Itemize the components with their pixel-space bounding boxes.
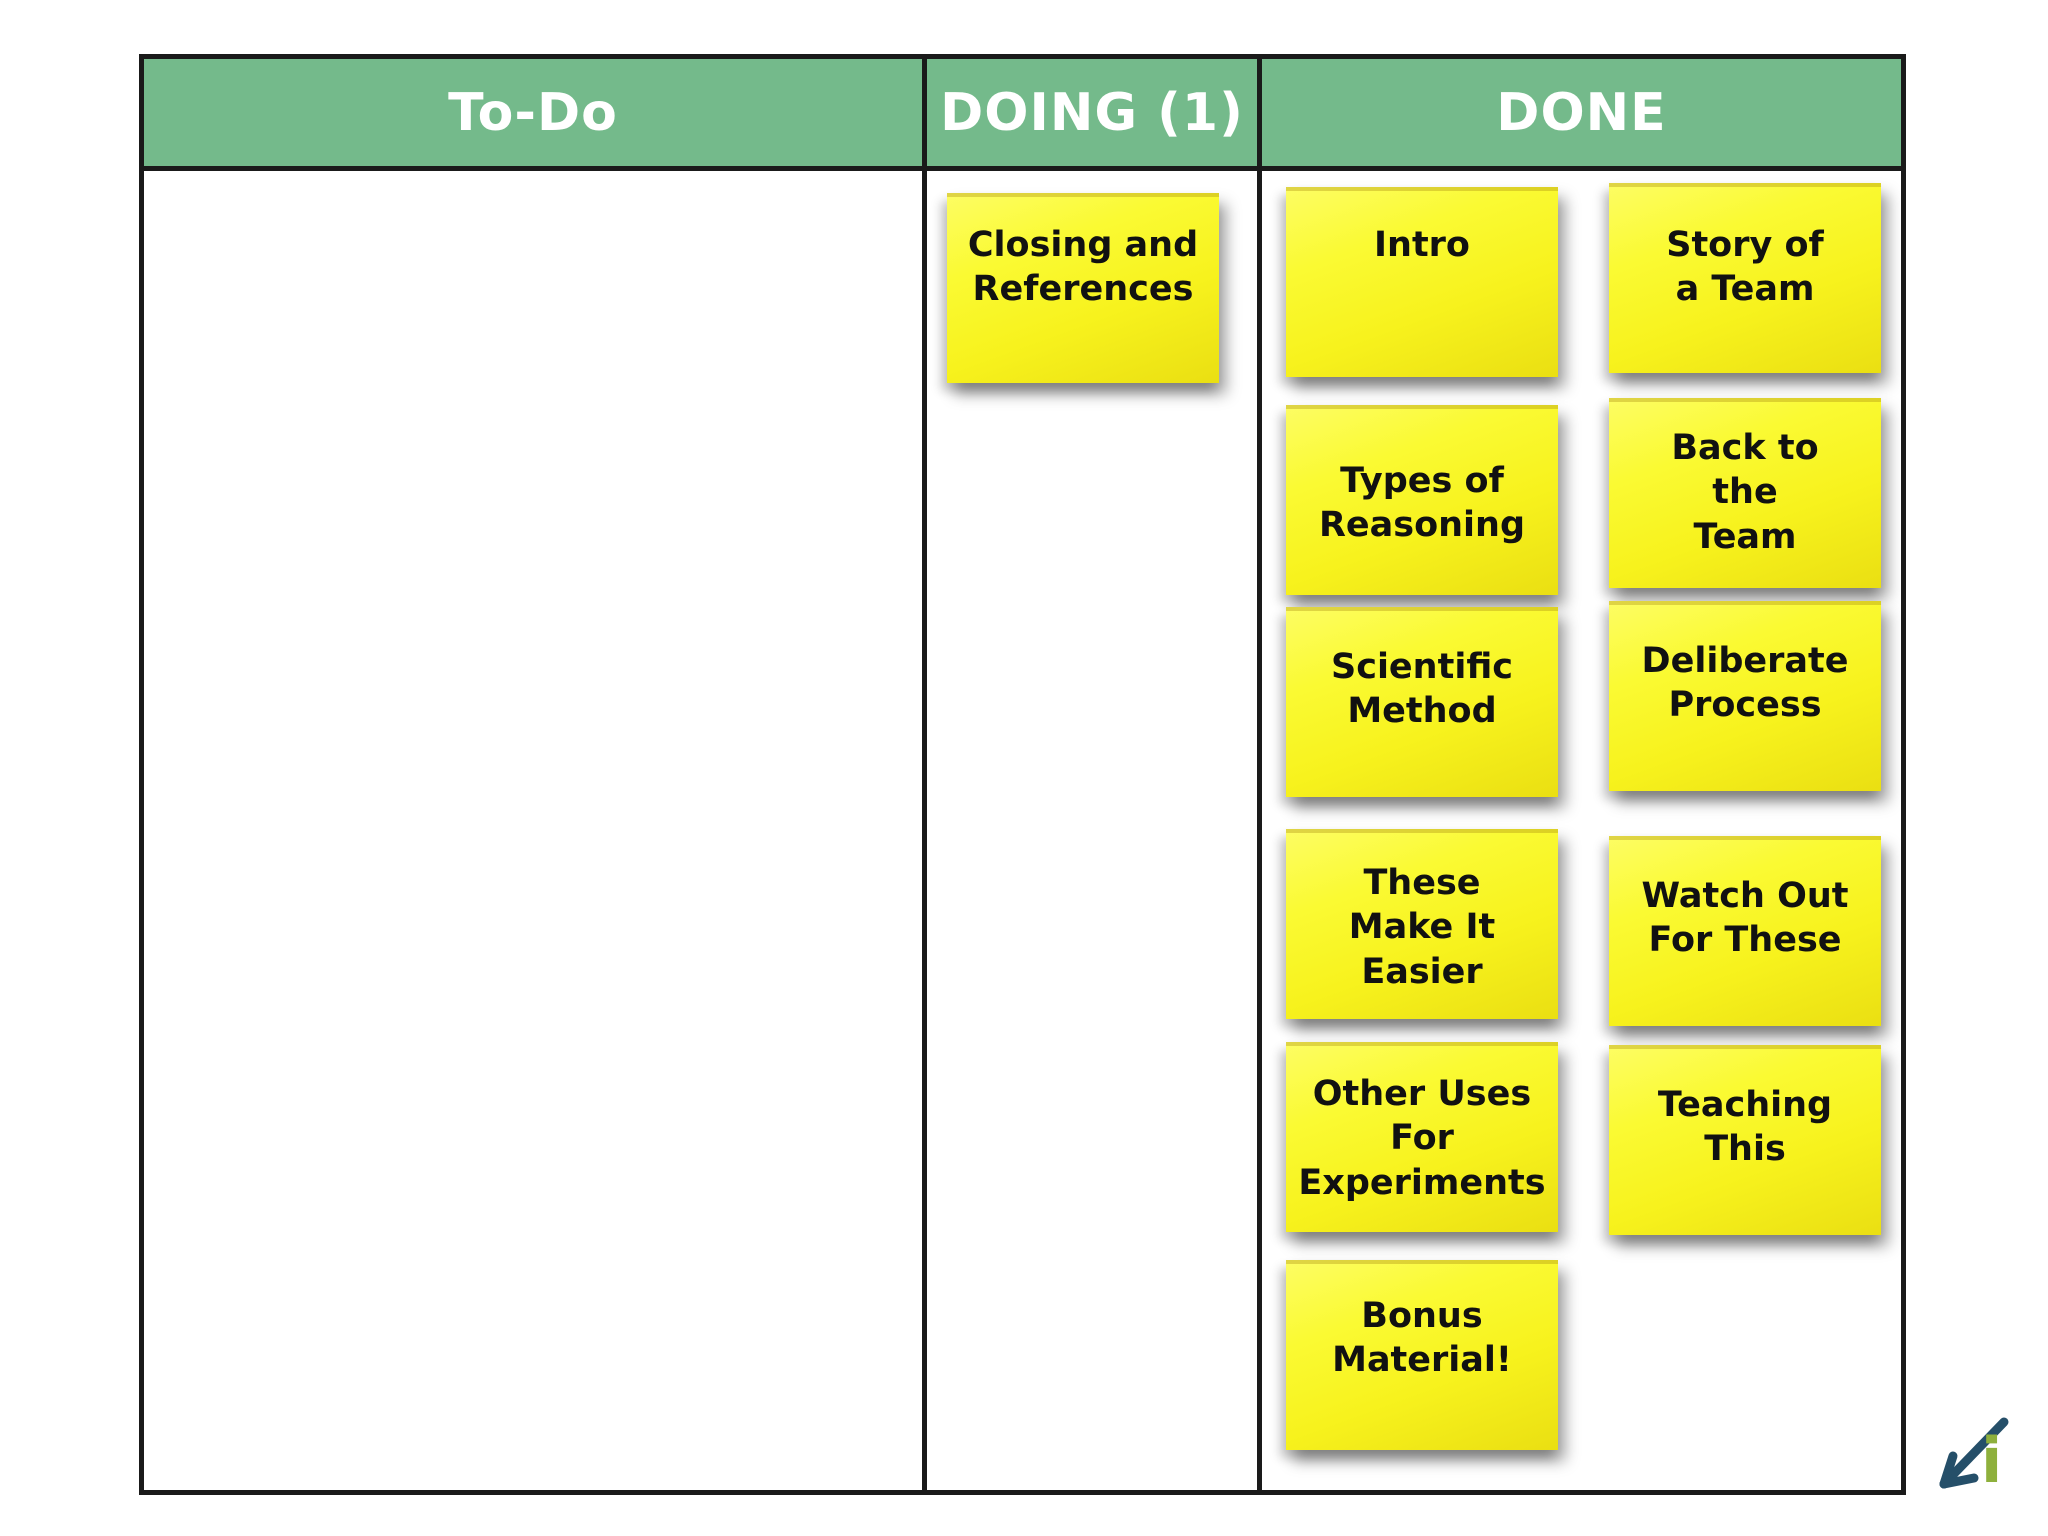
note-watch-out-for-these[interactable]: Watch Out For These [1609,836,1881,1026]
note-text: Scientific Method [1330,647,1514,732]
column-divider [1257,59,1262,1490]
column-header-todo: To-Do [144,59,922,166]
note-text: Back to the Team [1671,428,1819,557]
note-text: Intro [1374,225,1470,265]
note-text: Closing and References [967,225,1199,310]
column-header-doing: DOING (1) [927,59,1257,166]
column-divider [922,59,927,1490]
note-text: Watch Out For These [1641,876,1849,961]
note-text: Story of a Team [1666,225,1824,310]
note-types-of-reasoning[interactable]: Types of Reasoning [1286,405,1558,595]
note-these-make-it-easier[interactable]: These Make It Easier [1286,829,1558,1019]
note-text: These Make It Easier [1348,863,1496,992]
column-header-doing-label: DOING (1) [940,82,1244,143]
column-header-done-label: DONE [1496,82,1667,143]
note-closing-and-references[interactable]: Closing and References [947,193,1219,383]
note-other-uses-for-experiments[interactable]: Other Uses For Experiments [1286,1042,1558,1232]
board-header-row: To-Do DOING (1) DONE [144,59,1901,171]
note-text: Types of Reasoning [1318,461,1526,546]
note-story-of-a-team[interactable]: Story of a Team [1609,183,1881,373]
column-header-done: DONE [1262,59,1901,166]
note-deliberate-process[interactable]: Deliberate Process [1609,601,1881,791]
note-back-to-the-team[interactable]: Back to the Team [1609,398,1881,588]
note-teaching-this[interactable]: Teaching This [1609,1045,1881,1235]
note-scientific-method[interactable]: Scientific Method [1286,607,1558,797]
column-todo-body [144,171,922,1490]
note-text: Teaching This [1657,1085,1833,1170]
down-left-arrow-icon [1939,1417,2009,1489]
logo: i [1932,1412,2022,1504]
logo-letter-i: i [1981,1424,2003,1497]
note-text: Other Uses For Experiments [1298,1074,1546,1203]
kanban-board: To-Do DOING (1) DONE Closing and Referen… [139,54,1906,1495]
column-header-todo-label: To-Do [448,82,618,143]
note-intro[interactable]: Intro [1286,187,1558,377]
note-text: Bonus Material! [1332,1296,1512,1381]
note-text: Deliberate Process [1641,641,1849,726]
note-bonus-material[interactable]: Bonus Material! [1286,1260,1558,1450]
